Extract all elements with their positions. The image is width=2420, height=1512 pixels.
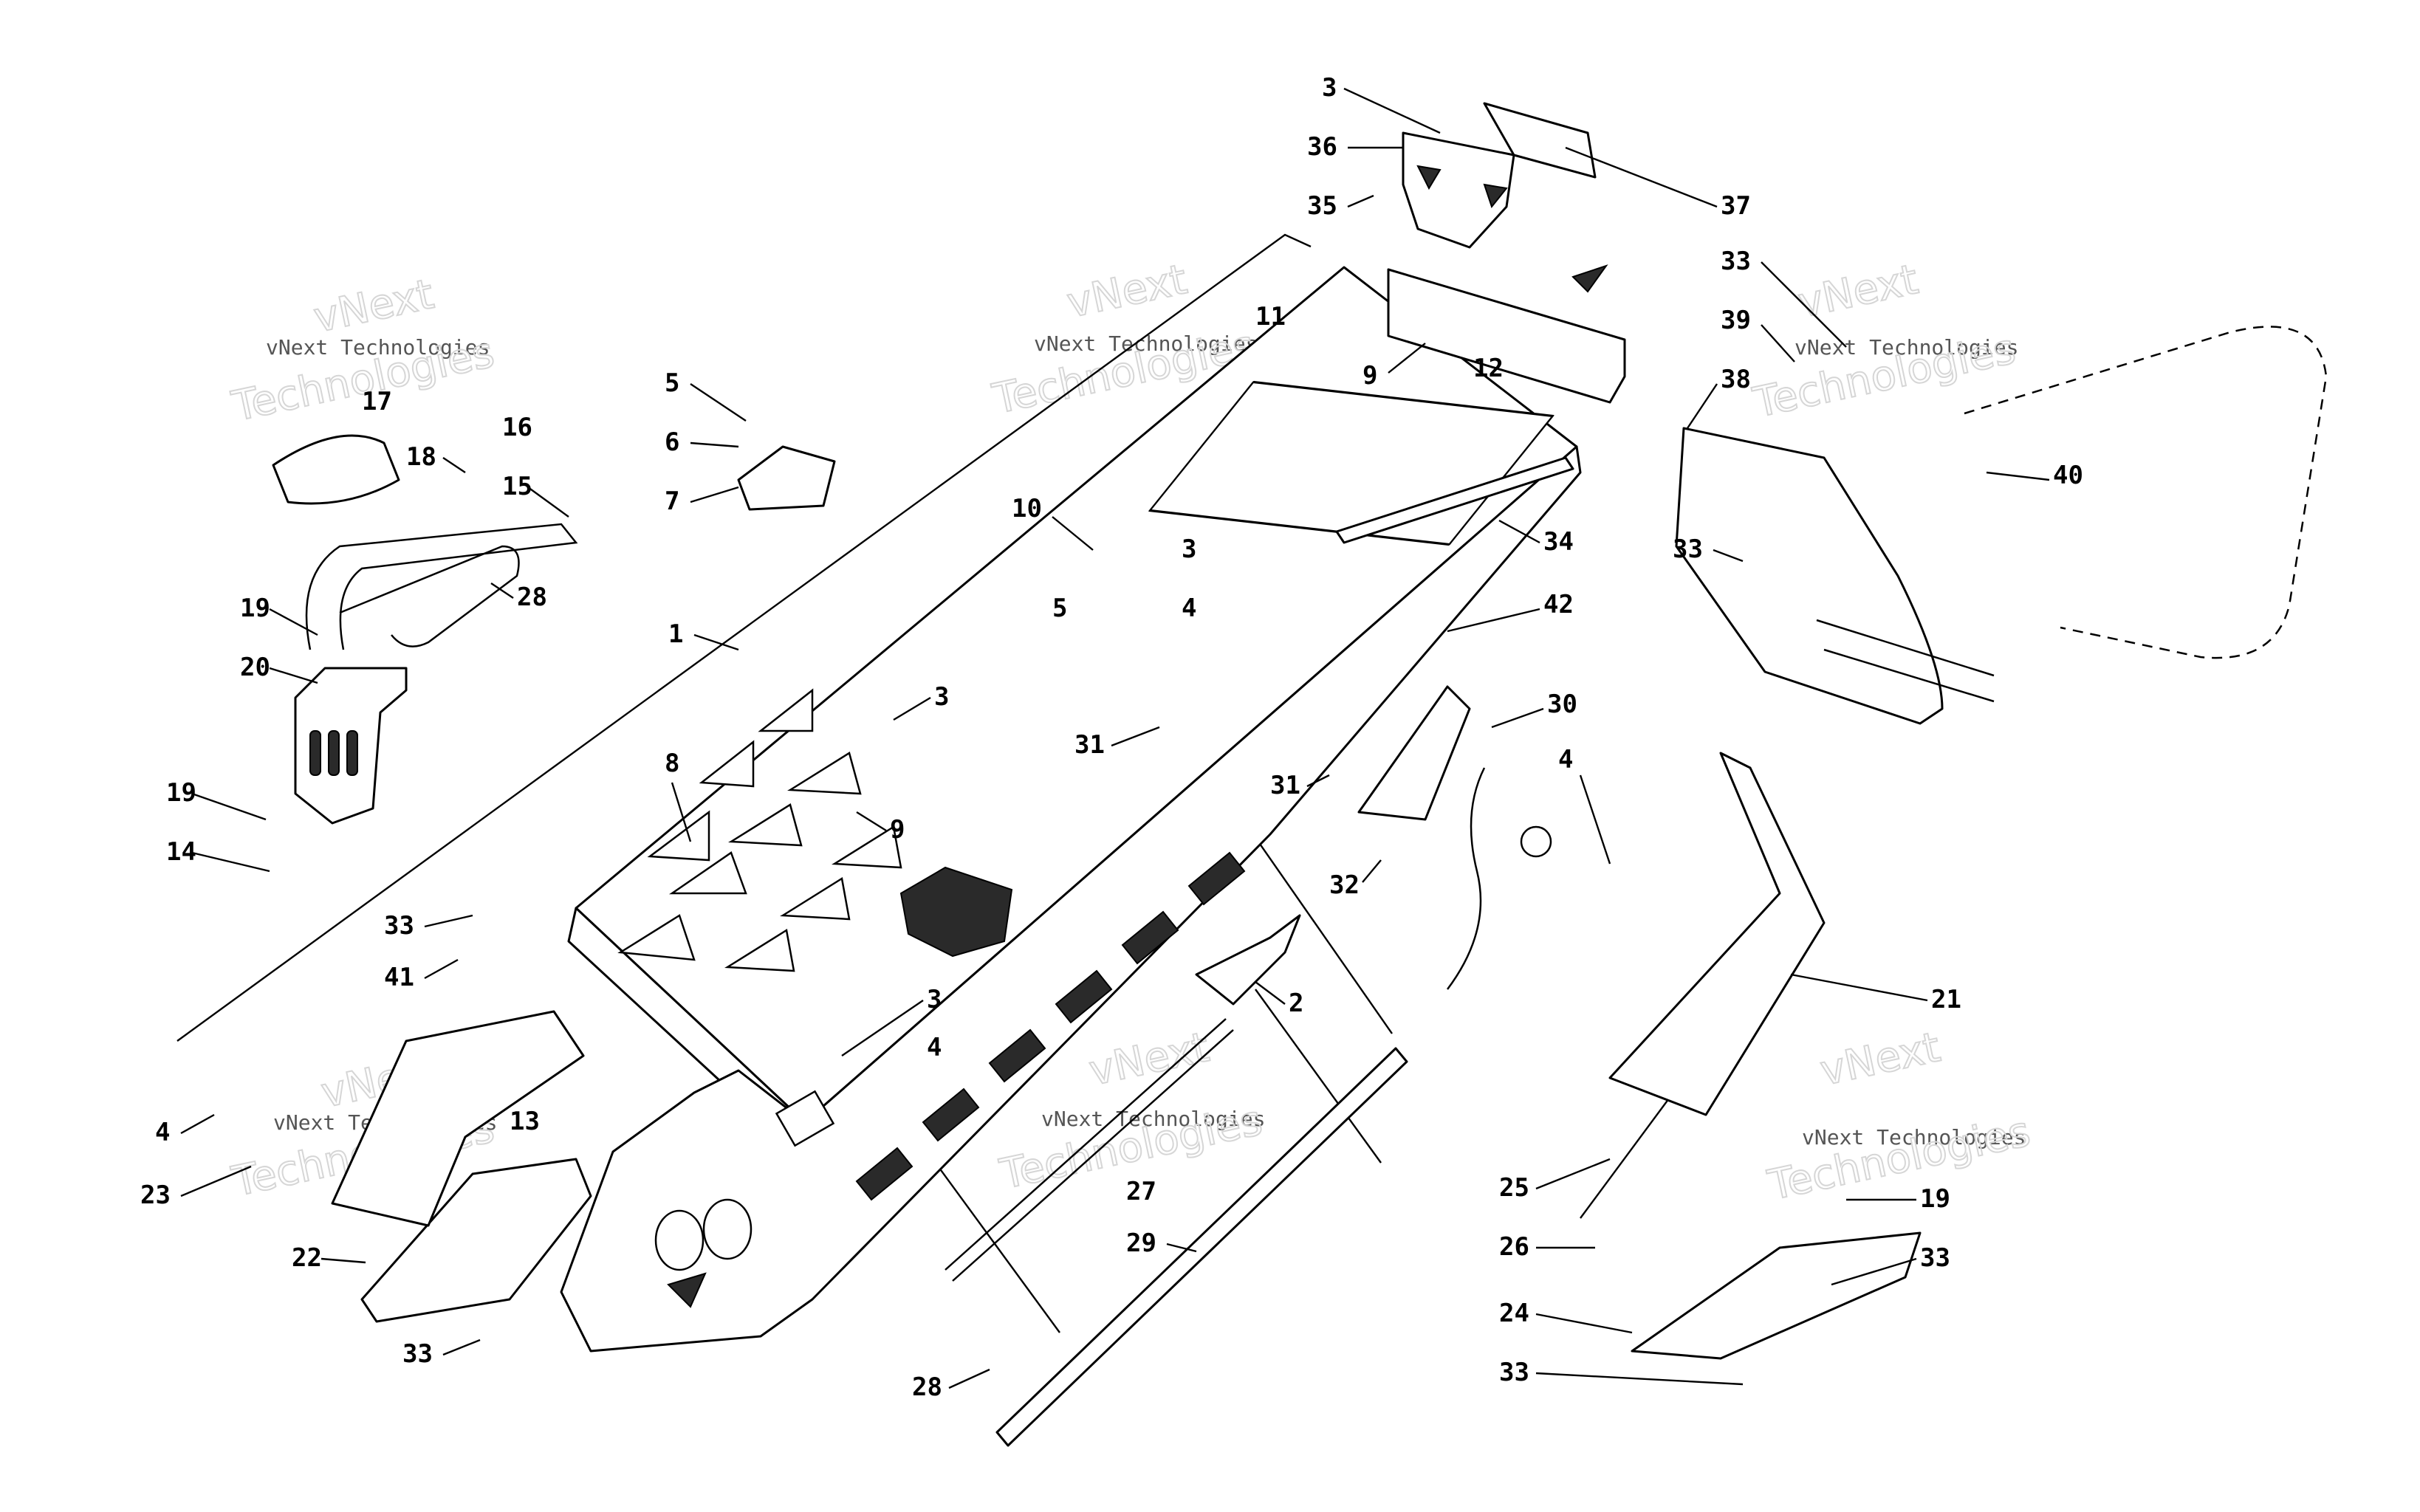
callout-13: 13 <box>510 1107 540 1136</box>
callout-22: 22 <box>292 1243 322 1273</box>
callout-4: 4 <box>155 1118 170 1147</box>
part-29-rod <box>995 1047 1408 1447</box>
callout-4: 4 <box>1558 745 1573 774</box>
callout-24: 24 <box>1499 1299 1529 1328</box>
part-27-rail <box>945 1018 1234 1282</box>
callout-12: 12 <box>1473 354 1504 383</box>
callout-35: 35 <box>1307 191 1337 221</box>
part-34-strip <box>1335 456 1574 544</box>
watermark-company: vNext Technologies <box>266 335 490 360</box>
callout-19: 19 <box>166 778 196 808</box>
callout-17: 17 <box>362 387 392 416</box>
part-17-cover <box>272 434 400 505</box>
callout-3: 3 <box>1322 73 1337 103</box>
rear-bumper-outline <box>1964 326 2328 659</box>
callout-19: 19 <box>1920 1184 1950 1214</box>
watermark-brand: vNext <box>309 270 438 343</box>
callout-7: 7 <box>665 487 679 516</box>
part-22-panel <box>360 1158 592 1323</box>
callout-9: 9 <box>1362 361 1377 391</box>
callout-4: 4 <box>1182 594 1196 623</box>
callout-26: 26 <box>1499 1232 1529 1262</box>
part-40-snowflap <box>1675 427 1944 725</box>
watermark-company: vNext Technologies <box>1795 335 2018 360</box>
part-32-plate <box>1357 685 1471 821</box>
part-12-rail <box>1387 268 1626 404</box>
part-15-grab-handle <box>305 523 578 650</box>
callout-27: 27 <box>1126 1177 1156 1206</box>
chassis-tunnel <box>560 266 1582 1353</box>
callout-23: 23 <box>140 1181 171 1210</box>
callout-42: 42 <box>1543 590 1574 619</box>
callout-10: 10 <box>1012 494 1042 523</box>
callout-3: 3 <box>1182 535 1196 564</box>
callout-14: 14 <box>166 837 196 867</box>
callout-33: 33 <box>384 911 414 941</box>
callout-1: 1 <box>668 619 683 649</box>
callout-15: 15 <box>502 472 532 501</box>
callout-37: 37 <box>1721 191 1751 221</box>
callout-labels: 1 2 3 3 3 3 4 4 4 4 5 5 6 7 8 9 9 10 11 … <box>140 73 2083 1402</box>
callout-4: 4 <box>927 1033 942 1062</box>
watermark-outline: Technologies <box>1763 1107 2034 1210</box>
callout-28: 28 <box>517 583 547 612</box>
callout-29: 29 <box>1126 1228 1156 1258</box>
callout-33: 33 <box>402 1339 433 1369</box>
callout-40: 40 <box>2053 461 2083 490</box>
callout-8: 8 <box>665 749 679 778</box>
callout-34: 34 <box>1543 527 1574 557</box>
watermark-brand: vNext <box>1816 1023 1944 1096</box>
callout-5: 5 <box>1052 594 1067 623</box>
part-2-bracket <box>1195 914 1301 1006</box>
watermark-brand: vNext <box>1794 255 1922 328</box>
callout-30: 30 <box>1547 690 1577 719</box>
callout-19: 19 <box>240 594 270 623</box>
callout-3: 3 <box>927 985 942 1014</box>
callout-25: 25 <box>1499 1173 1529 1203</box>
callout-16: 16 <box>502 413 532 442</box>
watermark-brand: vNext <box>1085 1023 1213 1096</box>
callout-41: 41 <box>384 963 414 992</box>
callout-21: 21 <box>1931 985 1961 1014</box>
callout-36: 36 <box>1307 132 1337 162</box>
part-30-strap <box>1446 767 1486 990</box>
callout-18: 18 <box>406 442 436 472</box>
callout-9: 9 <box>890 815 905 845</box>
callout-28: 28 <box>912 1372 942 1402</box>
callout-33: 33 <box>1721 247 1751 276</box>
callout-33: 33 <box>1499 1358 1529 1387</box>
small-parts <box>272 102 2328 1447</box>
callout-2: 2 <box>1289 989 1303 1018</box>
part-25-footrest <box>1608 752 1826 1116</box>
callout-3: 3 <box>934 682 949 712</box>
deck-cutouts <box>617 688 902 972</box>
callout-31: 31 <box>1270 771 1300 800</box>
part-7-mount <box>737 445 836 511</box>
callout-31: 31 <box>1074 730 1105 760</box>
part-24-footrest-base <box>1631 1231 1922 1360</box>
callout-38: 38 <box>1721 365 1751 394</box>
part-37-cap <box>1483 102 1597 179</box>
callout-20: 20 <box>240 653 270 682</box>
part-23-bracket <box>331 1010 585 1227</box>
callout-5: 5 <box>665 368 679 398</box>
callout-32: 32 <box>1329 870 1360 900</box>
callout-11: 11 <box>1255 302 1286 331</box>
callout-39: 39 <box>1721 306 1751 335</box>
watermark-company: vNext Technologies <box>1041 1107 1265 1131</box>
callout-6: 6 <box>665 427 679 457</box>
watermark-company: vNext Technologies <box>1802 1125 2026 1150</box>
side-rail-cutouts <box>855 851 1246 1201</box>
callout-33: 33 <box>1673 535 1703 564</box>
callout-33: 33 <box>1920 1243 1950 1273</box>
